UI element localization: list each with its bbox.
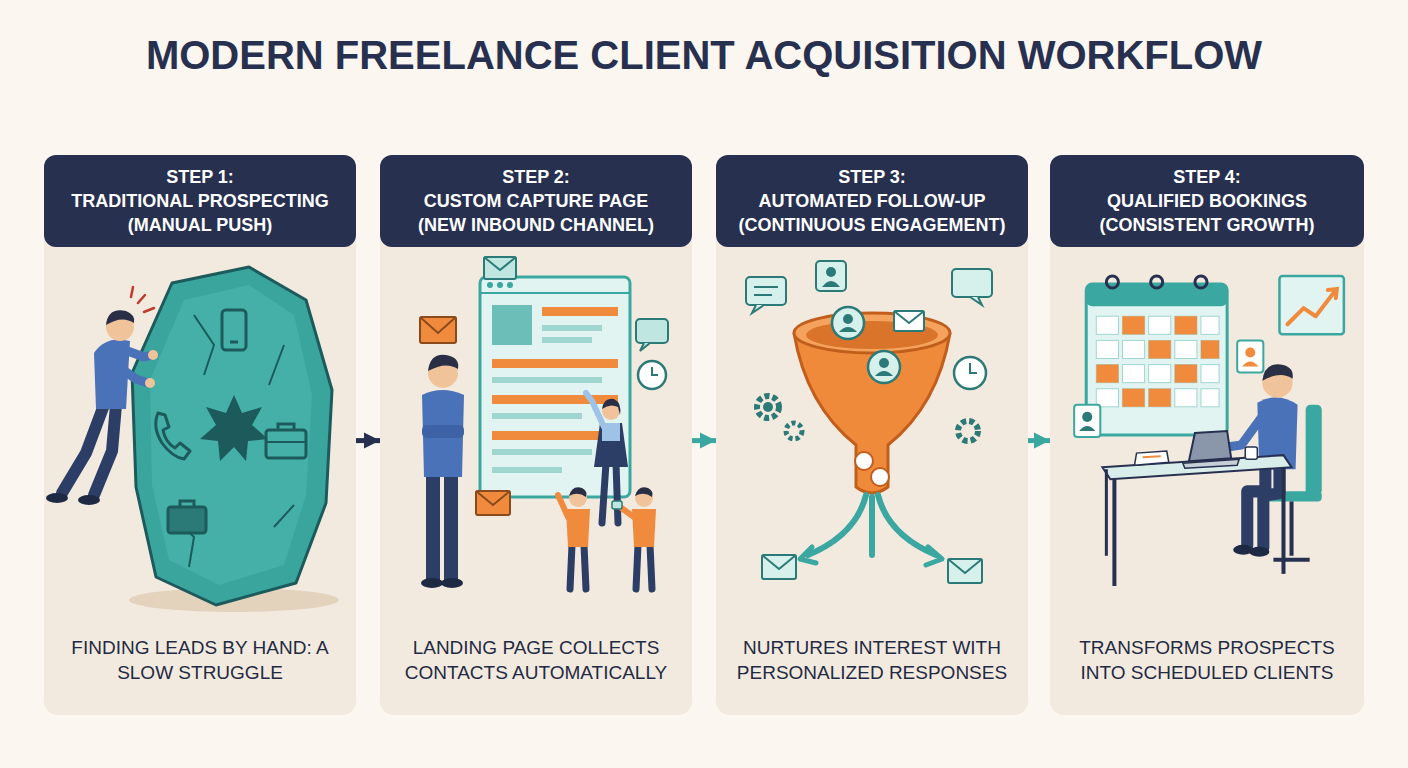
- booking-illustration: [1050, 247, 1364, 623]
- step-heading: STEP 1:: [52, 165, 348, 189]
- step-heading: STEP 4:: [1058, 165, 1356, 189]
- flow-arrow: [356, 438, 380, 443]
- step-caption-area: TRANSFORMS PROSPECTS INTO SCHEDULED CLIE…: [1050, 623, 1364, 715]
- landing-page-illustration: [380, 247, 692, 623]
- step-header-band: STEP 4:QUALIFIED BOOKINGS(CONSISTENT GRO…: [1050, 155, 1364, 247]
- step-caption: FINDING LEADS BY HAND: A SLOW STRUGGLE: [52, 635, 348, 685]
- step-panel: STEP 2:CUSTOM CAPTURE PAGE(NEW INBOUND C…: [380, 155, 692, 715]
- step-heading: STEP 2:: [388, 165, 684, 189]
- step-panel: STEP 1:TRADITIONAL PROSPECTING(MANUAL PU…: [44, 155, 356, 715]
- step-heading: (CONSISTENT GROWTH): [1058, 213, 1356, 237]
- step-heading: (MANUAL PUSH): [52, 213, 348, 237]
- step-panel: STEP 3:AUTOMATED FOLLOW-UP(CONTINUOUS EN…: [716, 155, 1028, 715]
- step-header-band: STEP 2:CUSTOM CAPTURE PAGE(NEW INBOUND C…: [380, 155, 692, 247]
- step-heading: CUSTOM CAPTURE PAGE: [388, 189, 684, 213]
- step-heading: (NEW INBOUND CHANNEL): [388, 213, 684, 237]
- step-heading: STEP 3:: [724, 165, 1020, 189]
- step-caption-area: FINDING LEADS BY HAND: A SLOW STRUGGLE: [44, 623, 356, 715]
- funnel-illustration: [716, 247, 1028, 623]
- step-caption: NURTURES INTEREST WITH PERSONALIZED RESP…: [724, 635, 1020, 685]
- flow-arrow: [1028, 438, 1050, 443]
- step-panel: STEP 4:QUALIFIED BOOKINGS(CONSISTENT GRO…: [1050, 155, 1364, 715]
- boulder-illustration: [44, 247, 356, 623]
- step-caption-area: NURTURES INTEREST WITH PERSONALIZED RESP…: [716, 623, 1028, 715]
- flow-arrow: [692, 438, 716, 443]
- step-heading: AUTOMATED FOLLOW-UP: [724, 189, 1020, 213]
- step-heading: (CONTINUOUS ENGAGEMENT): [724, 213, 1020, 237]
- step-header-band: STEP 3:AUTOMATED FOLLOW-UP(CONTINUOUS EN…: [716, 155, 1028, 247]
- step-heading: QUALIFIED BOOKINGS: [1058, 189, 1356, 213]
- step-header-band: STEP 1:TRADITIONAL PROSPECTING(MANUAL PU…: [44, 155, 356, 247]
- step-caption: TRANSFORMS PROSPECTS INTO SCHEDULED CLIE…: [1058, 635, 1356, 685]
- step-caption: LANDING PAGE COLLECTS CONTACTS AUTOMATIC…: [388, 635, 684, 685]
- diagram-title: MODERN FREELANCE CLIENT ACQUISITION WORK…: [20, 30, 1388, 80]
- step-heading: TRADITIONAL PROSPECTING: [52, 189, 348, 213]
- step-caption-area: LANDING PAGE COLLECTS CONTACTS AUTOMATIC…: [380, 623, 692, 715]
